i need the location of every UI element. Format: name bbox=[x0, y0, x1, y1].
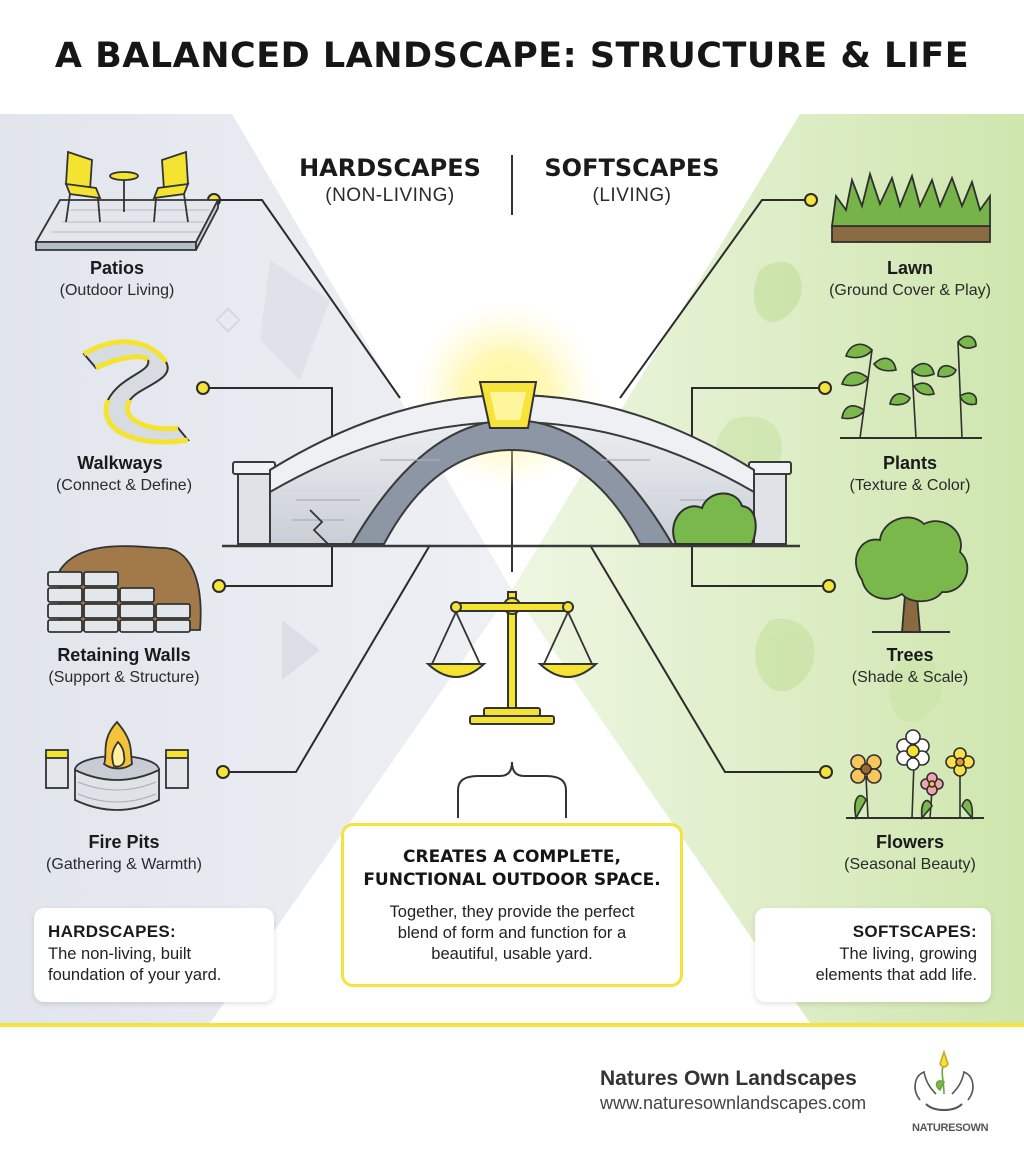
brand-url[interactable]: www.naturesownlandscapes.com bbox=[600, 1093, 867, 1113]
tree-icon bbox=[855, 516, 969, 633]
softscapes-subheading: (LIVING) bbox=[592, 185, 672, 206]
plants-icon bbox=[840, 335, 982, 439]
softscapes-summary-box: SOFTSCAPES: The living, growing elements… bbox=[755, 908, 991, 1002]
lawn-icon bbox=[830, 170, 991, 243]
center-title-line: CREATES A COMPLETE, bbox=[403, 847, 621, 867]
brace-icon bbox=[457, 761, 567, 818]
patios-description: (Outdoor Living) bbox=[59, 282, 175, 299]
retaining-walls-description: (Support & Structure) bbox=[48, 669, 200, 686]
hardscapes-summary-text: The non-living, built foundation of your… bbox=[48, 944, 260, 986]
logo-wordmark: NATURESOWN bbox=[912, 1122, 989, 1134]
fire-pits-label: Fire Pits bbox=[88, 832, 160, 852]
decorative-leaves bbox=[715, 261, 942, 722]
bush-icon bbox=[672, 492, 757, 545]
walkways-label: Walkways bbox=[77, 453, 163, 473]
balance-scale-icon bbox=[425, 591, 599, 725]
brand-name: Natures Own Landscapes bbox=[600, 1067, 857, 1090]
softscapes-summary-line: elements that add life. bbox=[815, 966, 977, 984]
hardscapes-summary-line: The non-living, built bbox=[48, 945, 192, 963]
hardscapes-summary-line: foundation of your yard. bbox=[48, 966, 222, 984]
center-message-title: CREATES A COMPLETE, FUNCTIONAL OUTDOOR S… bbox=[358, 846, 666, 892]
center-message-text: Together, they provide the perfect blend… bbox=[358, 902, 666, 965]
softscapes-summary-line: The living, growing bbox=[839, 945, 977, 963]
softscapes-heading: SOFTSCAPES bbox=[544, 154, 720, 182]
retaining-walls-label: Retaining Walls bbox=[57, 645, 191, 665]
fire-pit-icon bbox=[45, 720, 189, 811]
lawn-label: Lawn bbox=[886, 258, 933, 278]
flowers-icon bbox=[846, 729, 984, 821]
page-title: A BALANCED LANDSCAPE: STRUCTURE & LIFE bbox=[54, 36, 970, 76]
lawn-description: (Ground Cover & Play) bbox=[829, 282, 991, 299]
softscape-connector-dots bbox=[804, 193, 836, 779]
walkway-icon bbox=[82, 339, 190, 445]
center-title-line: FUNCTIONAL OUTDOOR SPACE. bbox=[363, 870, 661, 890]
hardscapes-summary-box: HARDSCAPES: The non-living, built founda… bbox=[34, 908, 274, 1002]
hands-flower-logo-icon bbox=[914, 1049, 974, 1111]
trees-description: (Shade & Scale) bbox=[851, 669, 969, 686]
hardscape-connectors bbox=[205, 199, 431, 773]
decorative-diamonds bbox=[215, 260, 330, 680]
flowers-description: (Seasonal Beauty) bbox=[844, 856, 976, 873]
center-text-line: blend of form and function for a bbox=[397, 924, 627, 942]
center-text-line: Together, they provide the perfect bbox=[389, 903, 635, 921]
footer-divider bbox=[0, 1023, 1024, 1027]
hardscapes-heading: HARDSCAPES bbox=[299, 154, 481, 182]
bridge-icon bbox=[222, 381, 800, 548]
softscape-connectors bbox=[589, 199, 825, 773]
trees-label: Trees bbox=[886, 645, 934, 665]
plants-label: Plants bbox=[882, 453, 938, 473]
flowers-label: Flowers bbox=[875, 832, 945, 852]
fire-pits-description: (Gathering & Warmth) bbox=[46, 856, 202, 873]
center-text-line: beautiful, usable yard. bbox=[431, 945, 593, 963]
plants-description: (Texture & Color) bbox=[849, 477, 971, 494]
hardscapes-subheading: (NON-LIVING) bbox=[325, 185, 455, 206]
patio-icon bbox=[34, 150, 220, 251]
retaining-wall-icon bbox=[47, 545, 202, 633]
softscapes-summary-title: SOFTSCAPES: bbox=[852, 922, 977, 941]
hardscapes-summary-title: HARDSCAPES: bbox=[48, 922, 176, 941]
walkways-description: (Connect & Define) bbox=[55, 477, 193, 494]
softscapes-summary-text: The living, growing elements that add li… bbox=[769, 944, 977, 986]
softscape-panel bbox=[512, 114, 1024, 1023]
patios-label: Patios bbox=[89, 258, 145, 278]
center-message-box: CREATES A COMPLETE, FUNCTIONAL OUTDOOR S… bbox=[341, 823, 683, 987]
